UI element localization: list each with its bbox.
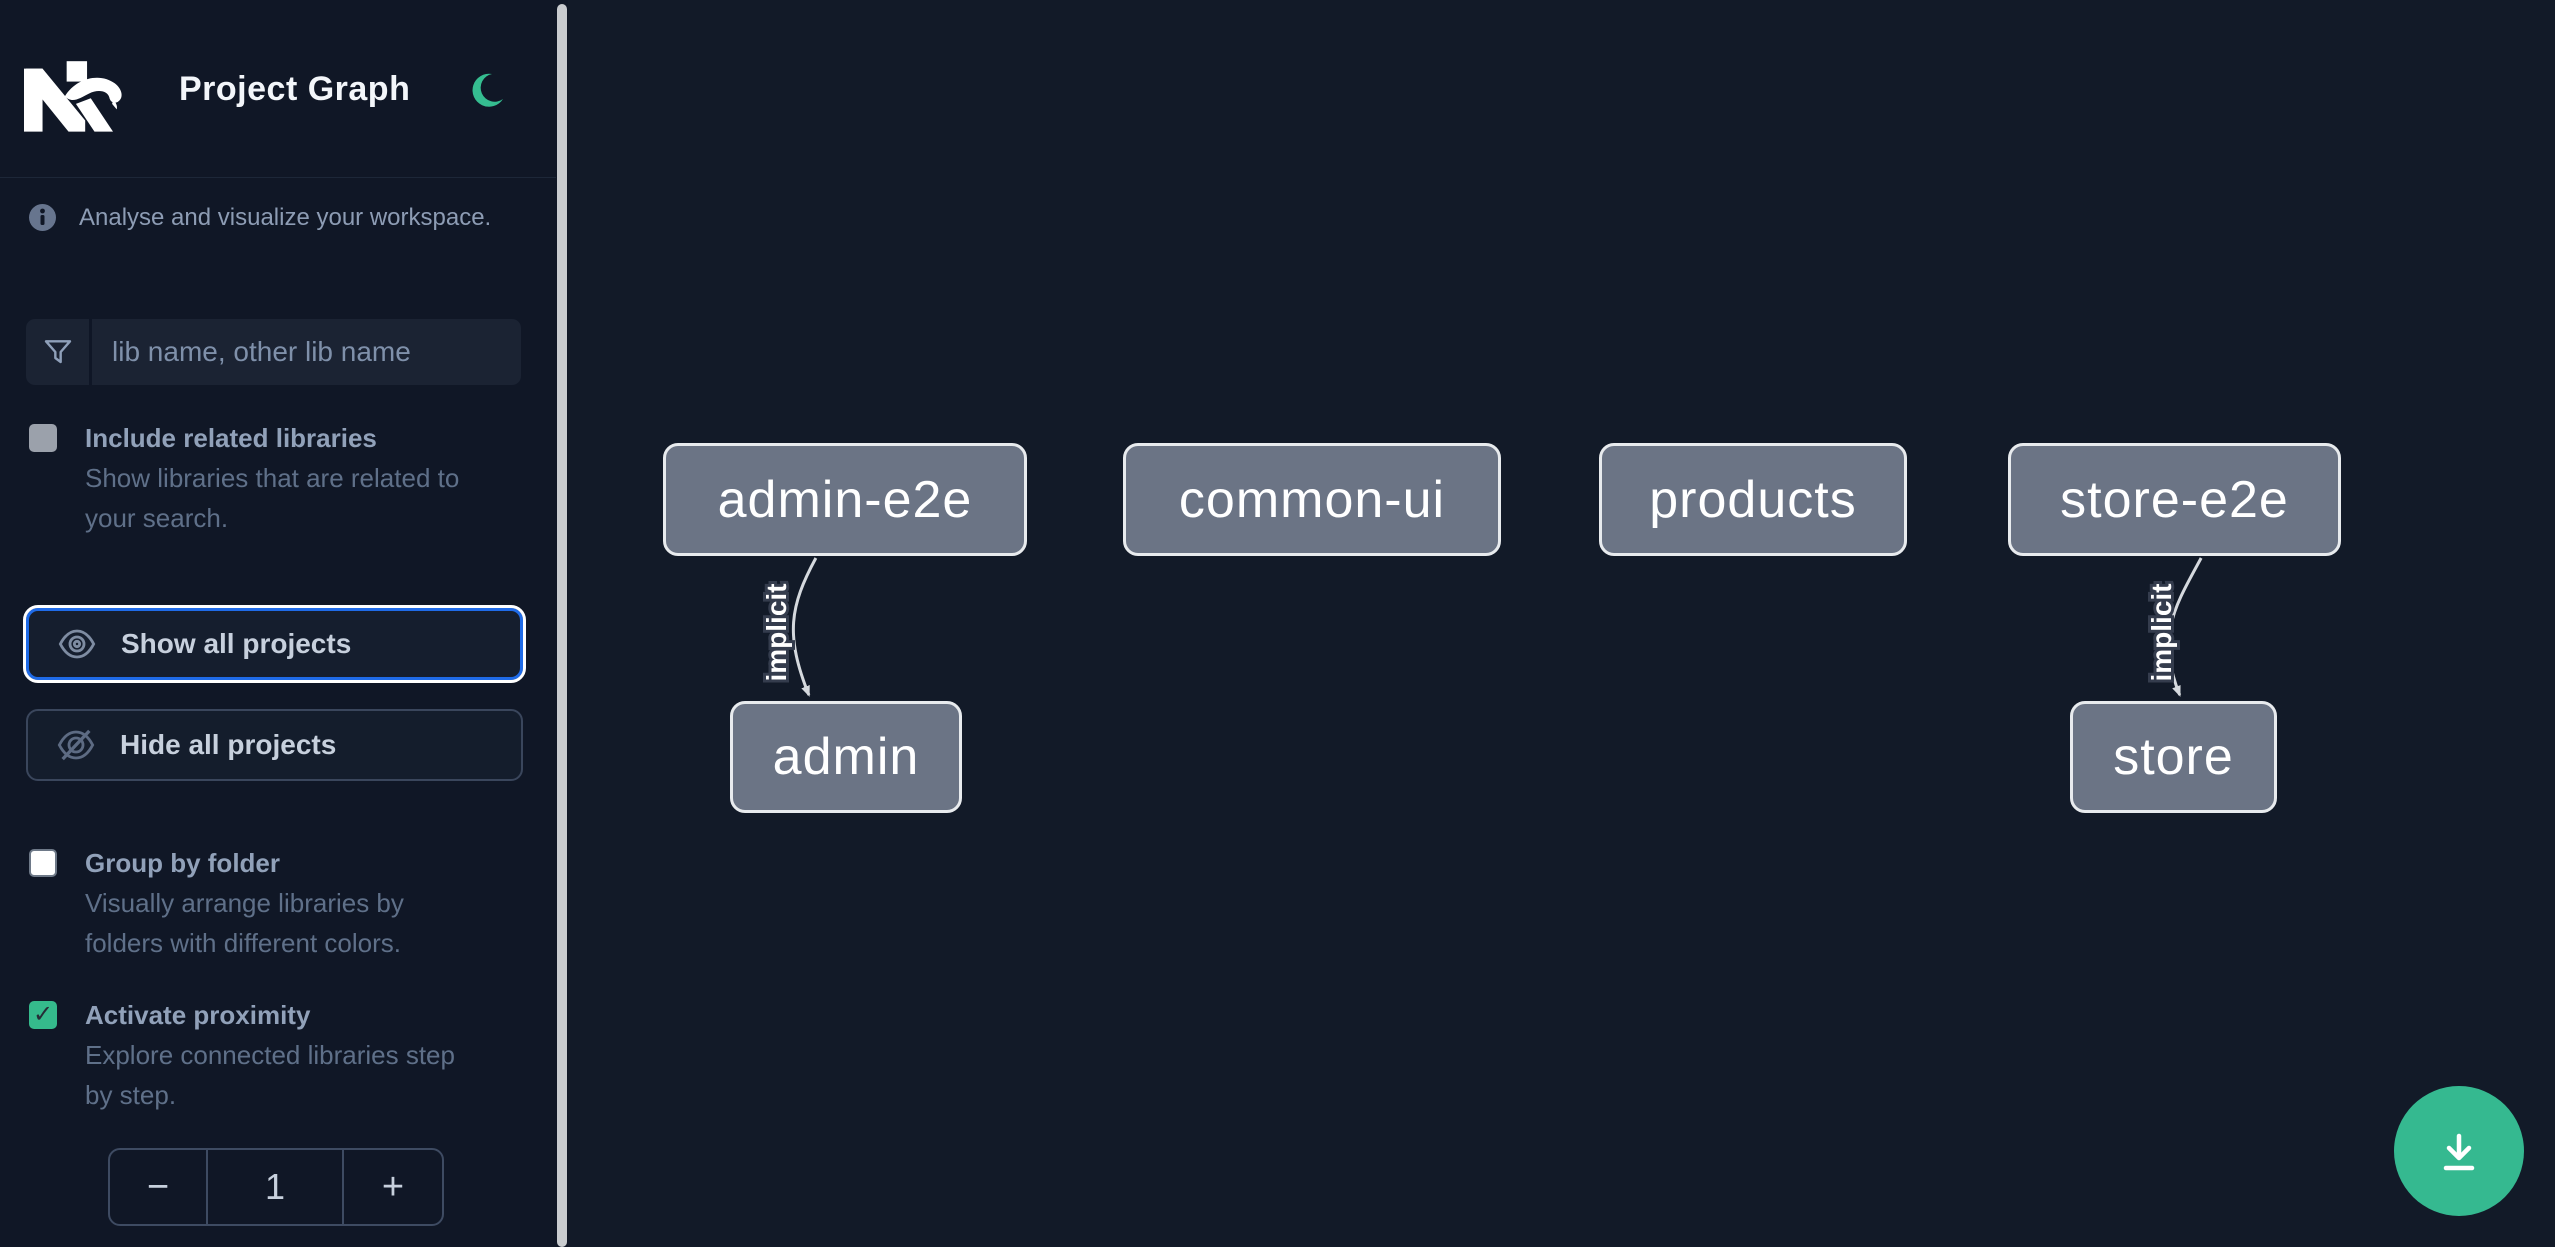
info-text: Analyse and visualize your workspace. <box>79 204 492 231</box>
graph-node-store-e2e[interactable]: store-e2e <box>2008 443 2341 556</box>
graph-node-store[interactable]: store <box>2070 701 2277 813</box>
download-icon <box>2443 1133 2475 1171</box>
filter-funnel-icon <box>44 340 71 364</box>
search-input[interactable] <box>92 319 521 385</box>
workspace-info: Analyse and visualize your workspace. <box>29 202 491 234</box>
show-all-projects-button[interactable]: Show all projects <box>23 605 526 683</box>
eye-off-icon <box>57 729 95 761</box>
toggle-label: Include related libraries <box>85 423 377 453</box>
filter-icon-segment <box>26 319 92 385</box>
eye-icon <box>58 629 96 659</box>
toggle-label: Group by folder <box>85 848 280 878</box>
toggle-description: Visually arrange libraries by folders wi… <box>85 888 404 958</box>
proximity-depth-stepper: − 1 + <box>108 1148 444 1226</box>
stepper-value: 1 <box>208 1150 344 1224</box>
toggle-activate-proximity: Activate proximity Explore connected lib… <box>29 1000 529 1115</box>
include-related-checkbox[interactable] <box>29 424 57 452</box>
toggle-description: Explore connected libraries step by step… <box>85 1040 455 1110</box>
graph-node-admin-e2e[interactable]: admin-e2e <box>663 443 1027 556</box>
info-icon <box>29 204 56 231</box>
toggle-include-related-libraries: Include related libraries Show libraries… <box>29 423 529 538</box>
group-by-folder-checkbox[interactable] <box>29 849 57 877</box>
nx-logo-icon <box>24 61 122 132</box>
graph-canvas-area[interactable] <box>568 0 2555 1247</box>
save-image-fab[interactable] <box>2394 1086 2524 1216</box>
activate-proximity-checkbox[interactable] <box>29 1001 57 1029</box>
scrollbar-thumb[interactable] <box>557 4 567 1247</box>
sidebar: Project Graph Analyse and visualize your… <box>0 0 556 1247</box>
toggle-label: Activate proximity <box>85 1000 311 1030</box>
graph-node-admin[interactable]: admin <box>730 701 962 813</box>
toggle-group-by-folder: Group by folder Visually arrange librari… <box>29 848 529 963</box>
dark-mode-toggle-moon-icon[interactable] <box>465 67 509 111</box>
graph-node-products[interactable]: products <box>1599 443 1907 556</box>
stepper-increase-button[interactable]: + <box>344 1150 442 1224</box>
toggle-description: Show libraries that are related to your … <box>85 463 460 533</box>
search-box <box>26 319 521 385</box>
stepper-decrease-button[interactable]: − <box>110 1150 208 1224</box>
sidebar-header: Project Graph <box>0 0 556 178</box>
hide-all-projects-label: Hide all projects <box>120 729 337 760</box>
graph-node-common-ui[interactable]: common-ui <box>1123 443 1501 556</box>
show-all-projects-label: Show all projects <box>121 628 352 659</box>
sidebar-scrollbar[interactable] <box>556 0 568 1247</box>
page-title: Project Graph <box>179 70 411 108</box>
hide-all-projects-button[interactable]: Hide all projects <box>26 709 523 781</box>
